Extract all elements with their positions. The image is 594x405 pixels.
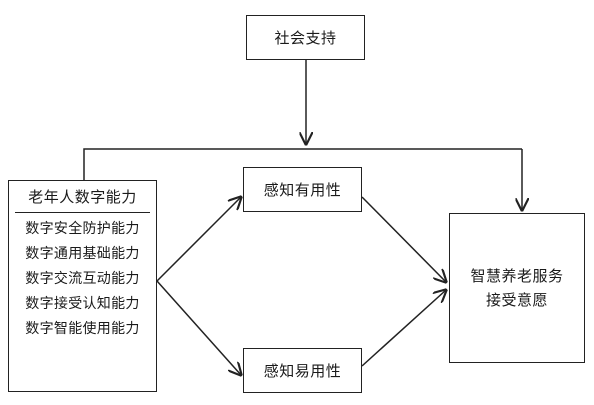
ability-item-cognition: 数字接受认知能力 xyxy=(25,296,140,312)
elderly-digital-ability-node: 老年人数字能力 数字安全防护能力 数字通用基础能力 数字交流互动能力 数字接受认… xyxy=(8,180,157,392)
elderly-ability-list: 数字安全防护能力 数字通用基础能力 数字交流互动能力 数字接受认知能力 数字智能… xyxy=(9,217,156,342)
social-support-label: 社会支持 xyxy=(274,29,337,47)
acceptance-intention-line1: 智慧养老服务 xyxy=(470,267,564,285)
elderly-digital-ability-title: 老年人数字能力 xyxy=(15,185,150,213)
elderly-to-ease-arrow xyxy=(156,280,241,375)
elderly-to-usefulness-arrow xyxy=(156,197,241,282)
perceived-usefulness-label: 感知有用性 xyxy=(263,181,342,199)
social-support-node: 社会支持 xyxy=(246,15,365,60)
ability-item-communication: 数字交流互动能力 xyxy=(25,271,140,287)
acceptance-intention-line2: 接受意愿 xyxy=(485,291,548,309)
acceptance-intention-node: 智慧养老服务 接受意愿 xyxy=(449,213,585,363)
usefulness-to-outcome-arrow xyxy=(361,196,446,282)
ease-to-outcome-arrow xyxy=(361,290,446,367)
support-bar-line xyxy=(83,148,522,180)
perceived-ease-node: 感知易用性 xyxy=(243,348,362,393)
ability-item-basic: 数字通用基础能力 xyxy=(25,246,140,262)
perceived-usefulness-node: 感知有用性 xyxy=(243,167,362,212)
perceived-ease-label: 感知易用性 xyxy=(263,362,342,380)
ability-item-security: 数字安全防护能力 xyxy=(25,221,140,237)
ability-item-smart-use: 数字智能使用能力 xyxy=(25,321,140,337)
